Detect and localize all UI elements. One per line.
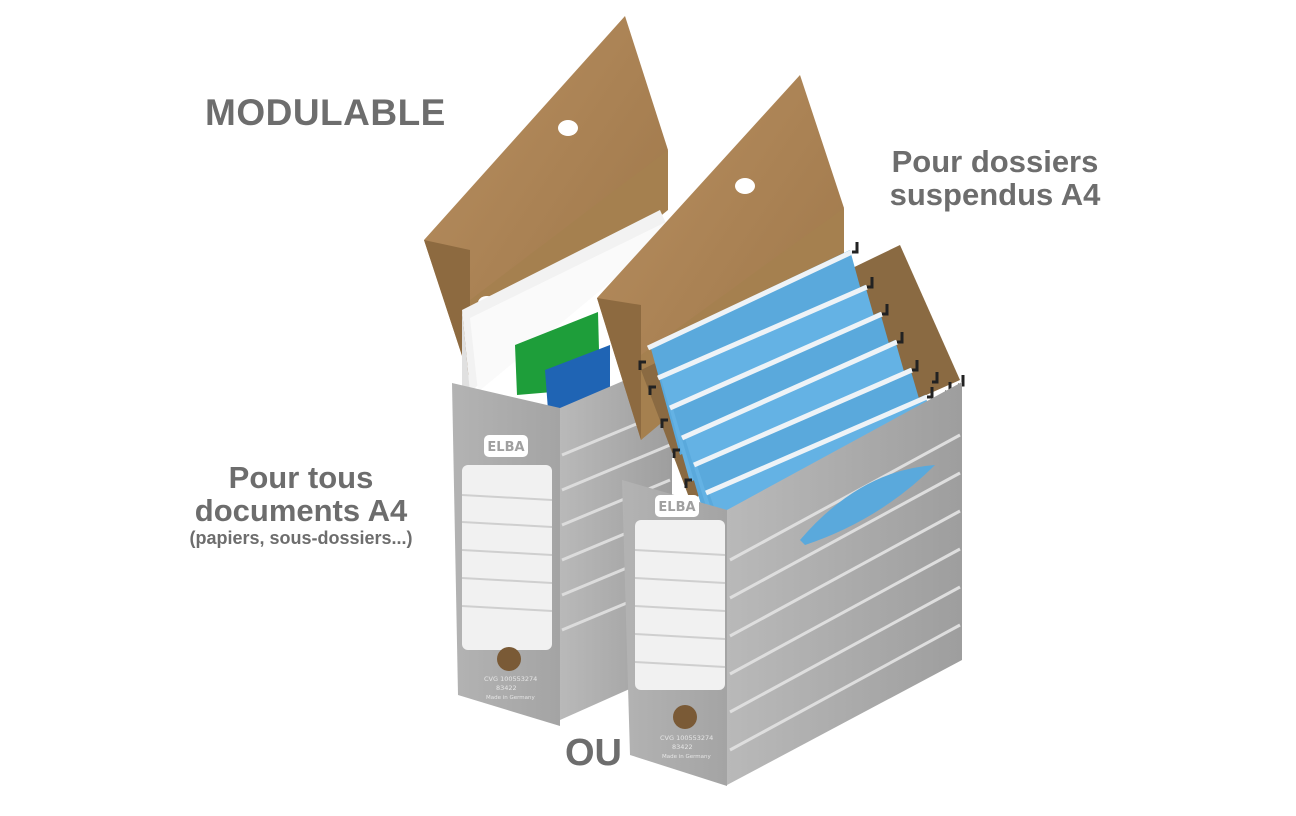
- or-label: OU: [565, 732, 622, 774]
- caption-line: suspendus A4: [889, 176, 1101, 212]
- elba-logo-left: [484, 435, 528, 457]
- handle-cutout: [800, 465, 935, 545]
- right-archive-box: ELBA CVG 100553274 83422 Made in Germany: [597, 75, 965, 786]
- caption-line: Pour tous: [228, 460, 374, 495]
- flap-hole: [735, 178, 755, 194]
- caption-line: Pour dossiers: [891, 144, 1099, 179]
- label-area: [462, 465, 552, 650]
- made-in: Made in Germany: [662, 754, 712, 760]
- caption-subtext: (papiers, sous-dossiers...): [189, 528, 413, 549]
- product-ref: 83422: [496, 684, 517, 692]
- made-in: Made in Germany: [486, 695, 536, 701]
- caption-line: documents A4: [194, 492, 408, 528]
- logo-text: ELBA: [487, 440, 524, 455]
- label-area: [635, 520, 725, 690]
- modulable-heading: MODULABLE: [205, 92, 446, 133]
- product-code: CVG 100553274: [484, 675, 537, 683]
- flap-hole: [558, 120, 578, 136]
- left-archive-box: ELBA CVG 100553274 83422 Made in Germany: [424, 16, 672, 726]
- logo-text: ELBA: [658, 500, 695, 515]
- finger-hole: [497, 647, 521, 671]
- all-documents-caption: Pour tous documents A4 (papiers, sous-do…: [170, 460, 432, 549]
- hanging-folders-caption: Pour dossiers suspendus A4: [860, 144, 1130, 212]
- elba-logo-right: [655, 495, 699, 517]
- product-code: CVG 100553274: [660, 734, 713, 742]
- product-ref: 83422: [672, 743, 693, 751]
- finger-hole: [673, 705, 697, 729]
